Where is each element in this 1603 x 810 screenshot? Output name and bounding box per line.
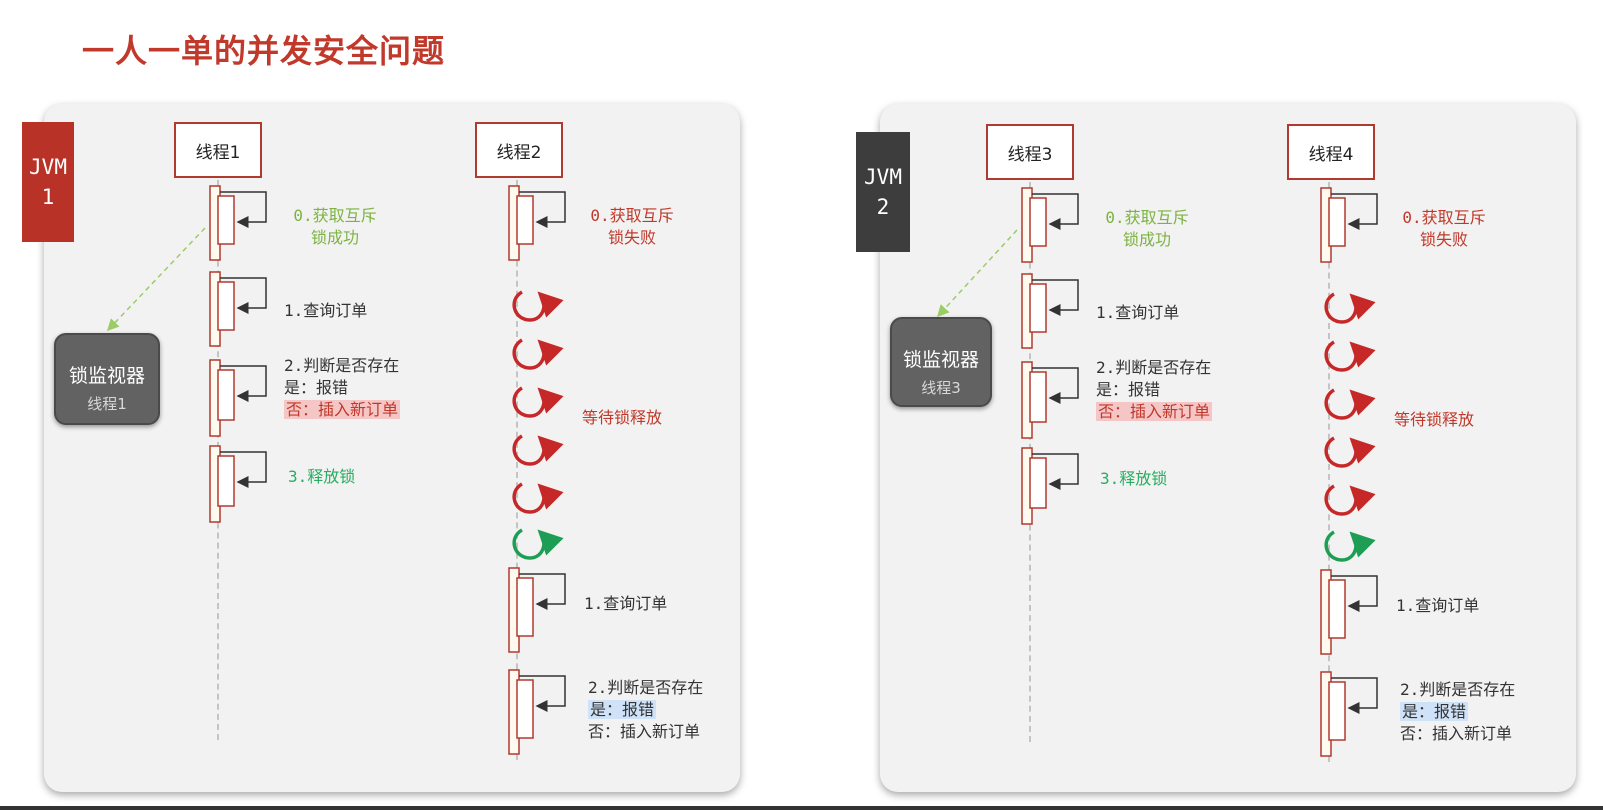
thread3-step2: 2.判断是否存在 是：报错 否：插入新订单	[1096, 357, 1213, 423]
thread2-step2-line1: 2.判断是否存在	[588, 678, 704, 697]
jvm1-peer-step1-self-call-arrow	[519, 573, 566, 610]
jvm1-wait-loop-1	[512, 290, 564, 322]
thread2-step0-line1: 0.获取互斥	[590, 206, 674, 225]
thread4-step1: 1.查询订单	[1396, 596, 1480, 615]
jvm2-peer-step2-nested-activation	[1328, 681, 1346, 741]
thread1-step2-line1: 2.判断是否存在	[284, 356, 400, 375]
jvm1-step2-nested-activation	[217, 369, 235, 421]
jvm2-wait-loop-5	[1324, 484, 1376, 516]
jvm1-wait-loop-4	[512, 434, 564, 466]
lock-monitor-jvm2: 锁监视器 线程3	[890, 317, 992, 407]
thread1-step1: 1.查询订单	[284, 301, 368, 320]
jvm2-wait-loop-1	[1324, 292, 1376, 324]
jvm1-peer-step1-nested-activation	[516, 577, 534, 637]
jvm1-peer-step0-self-call-arrow	[519, 191, 566, 228]
jvm2-peer-step1-self-call-arrow	[1331, 575, 1378, 612]
jvm2-lock-monitor-arrow	[936, 229, 1018, 318]
thread1-step2: 2.判断是否存在 是：报错 否：插入新订单	[284, 355, 401, 421]
thread3-step2-line3: 否：插入新订单	[1096, 402, 1213, 421]
jvm1-step1-self-call-arrow	[220, 277, 267, 314]
jvm1-wait-loop-5	[512, 482, 564, 514]
thread3-step0-line1: 0.获取互斥	[1105, 208, 1189, 227]
thread2-box: 线程2	[475, 122, 563, 178]
jvm1-step2-self-call-arrow	[220, 365, 267, 402]
thread2-wait: 等待锁释放	[582, 408, 663, 427]
jvm1-lock-monitor-arrow	[106, 227, 206, 332]
thread2-step2: 2.判断是否存在 是：报错 否：插入新订单	[588, 677, 703, 743]
thread3-step2-line1: 2.判断是否存在	[1096, 358, 1212, 377]
jvm2-step2-nested-activation	[1029, 371, 1047, 423]
jvm2-label: JVM 2	[856, 132, 910, 252]
thread1-step2-line2: 是：报错	[284, 378, 349, 397]
lock-monitor-title: 锁监视器	[68, 365, 145, 387]
thread3-box: 线程3	[986, 124, 1074, 180]
thread3-step2-line2: 是：报错	[1096, 380, 1161, 399]
thread2-lifeline	[516, 180, 518, 760]
thread1-box: 线程1	[174, 122, 262, 178]
thread1-step0-line1: 0.获取互斥	[293, 206, 377, 225]
thread3-step1: 1.查询订单	[1096, 303, 1180, 322]
jvm2-step2-self-call-arrow	[1032, 367, 1079, 404]
thread1-step0-line2: 锁成功	[310, 228, 359, 247]
jvm2-wait-loop-3	[1324, 388, 1376, 420]
thread4-step0-line2: 锁失败	[1419, 230, 1468, 249]
jvm1-label: JVM 1	[22, 122, 74, 242]
jvm2-step3-self-call-arrow	[1032, 453, 1079, 490]
thread1-step3: 3.释放锁	[288, 467, 356, 486]
jvm1-step0-nested-activation	[217, 195, 235, 245]
thread2-step0: 0.获取互斥 锁失败	[580, 205, 684, 249]
jvm1-step3-self-call-arrow	[220, 451, 267, 488]
thread4-step2-line1: 2.判断是否存在	[1400, 680, 1516, 699]
thread3-step0: 0.获取互斥 锁成功	[1092, 207, 1202, 251]
jvm2-wait-loop-4	[1324, 436, 1376, 468]
jvm2-peer-step2-self-call-arrow	[1331, 677, 1378, 714]
jvm2-step3-nested-activation	[1029, 457, 1047, 509]
thread4-wait: 等待锁释放	[1394, 410, 1475, 429]
jvm1-wait-loop-3	[512, 386, 564, 418]
jvm2-wait-loop-2	[1324, 340, 1376, 372]
lock-monitor-title: 锁监视器	[902, 349, 979, 371]
page-title: 一人一单的并发安全问题	[82, 32, 446, 70]
jvm1-acquire-loop	[512, 528, 564, 560]
jvm2-peer-step0-nested-activation	[1328, 197, 1346, 247]
jvm1-step1-nested-activation	[217, 281, 235, 331]
jvm1-peer-step0-nested-activation	[516, 195, 534, 245]
jvm1-peer-step2-self-call-arrow	[519, 675, 566, 712]
lock-monitor-jvm1: 锁监视器 线程1	[54, 333, 160, 425]
thread4-box: 线程4	[1287, 124, 1375, 180]
jvm2-step1-self-call-arrow	[1032, 279, 1079, 316]
thread2-step2-line3: 否：插入新订单	[588, 722, 701, 741]
thread4-step0-line1: 0.获取互斥	[1402, 208, 1486, 227]
thread4-step2-line2: 是：报错	[1400, 702, 1469, 721]
bottom-bar	[0, 806, 1603, 810]
jvm1-panel	[44, 104, 740, 792]
jvm2-peer-step0-self-call-arrow	[1331, 193, 1378, 230]
thread2-step0-line2: 锁失败	[607, 228, 656, 247]
lock-monitor-owner: 线程1	[87, 395, 127, 413]
jvm1-peer-step2-nested-activation	[516, 679, 534, 739]
jvm2-peer-step1-nested-activation	[1328, 579, 1346, 639]
jvm2-panel	[880, 104, 1576, 792]
jvm2-step0-self-call-arrow	[1032, 193, 1079, 230]
thread4-step2: 2.判断是否存在 是：报错 否：插入新订单	[1400, 679, 1515, 745]
thread4-lifeline	[1328, 182, 1330, 762]
thread4-step2-line3: 否：插入新订单	[1400, 724, 1513, 743]
jvm1-step3-nested-activation	[217, 455, 235, 507]
lock-monitor-owner: 线程3	[921, 379, 961, 397]
thread2-step1: 1.查询订单	[584, 594, 668, 613]
jvm1-step0-self-call-arrow	[220, 191, 267, 228]
thread2-step2-line2: 是：报错	[588, 700, 657, 719]
jvm2-acquire-loop	[1324, 530, 1376, 562]
thread3-step0-line2: 锁成功	[1122, 230, 1171, 249]
jvm1-wait-loop-2	[512, 338, 564, 370]
jvm2-step0-nested-activation	[1029, 197, 1047, 247]
jvm2-step1-nested-activation	[1029, 283, 1047, 333]
thread3-step3: 3.释放锁	[1100, 469, 1168, 488]
thread1-step2-line3: 否：插入新订单	[284, 400, 401, 419]
thread1-step0: 0.获取互斥 锁成功	[280, 205, 390, 249]
thread4-step0: 0.获取互斥 锁失败	[1392, 207, 1496, 251]
